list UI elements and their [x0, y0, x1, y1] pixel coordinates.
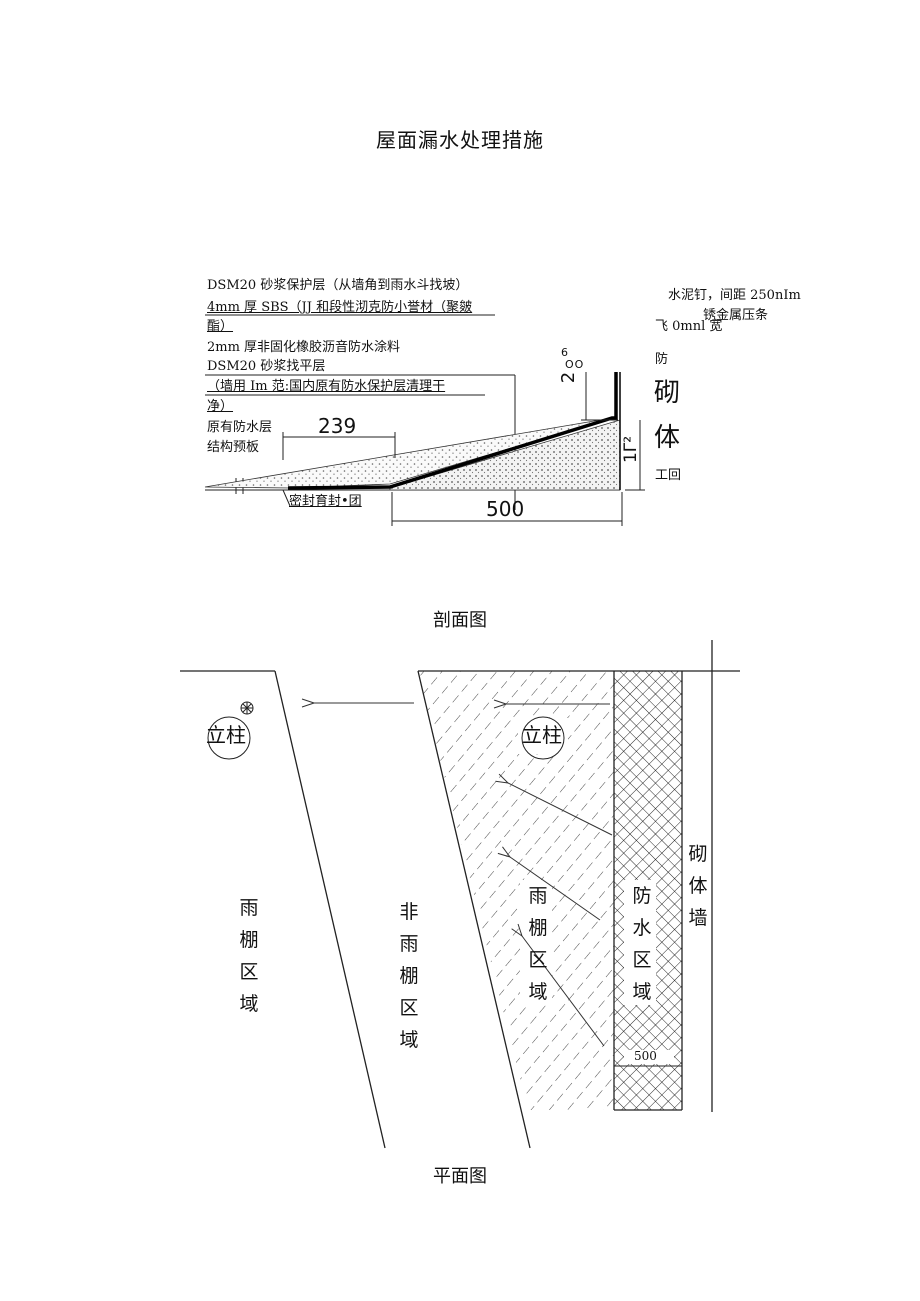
prevent-note: 防 — [655, 352, 669, 367]
layer-note-4: 2mm 厚非固化橡胶沥音防水涂料 — [207, 340, 401, 355]
layer-note-7: 净） — [207, 399, 234, 414]
layer-note-8: 原有防水层 — [207, 420, 273, 435]
zone-non-canopy-label: 非雨棚区域 — [399, 901, 419, 1051]
column-label-1: 立柱 — [206, 723, 246, 747]
wall-char-1: 砌 — [654, 378, 681, 408]
wall-char-2: 体 — [654, 423, 681, 453]
dim-200-mid: OO — [565, 358, 585, 371]
canopy-label-bg — [520, 880, 552, 1005]
waterproof-membrane — [287, 372, 618, 490]
work-note: 工回 — [655, 468, 682, 483]
zone-canopy-label-2: 雨棚区域 — [528, 885, 548, 1003]
drainage-arrows — [314, 703, 613, 1047]
layer-note-6: （墙用 Im 范:国内原有防水保护层清理干 — [207, 379, 446, 394]
dim-200-top: 6 — [561, 346, 568, 359]
column-label-bg — [518, 718, 568, 754]
layer-note-9: 结构预板 — [207, 440, 260, 455]
dim-200-num: 2 — [558, 371, 580, 384]
plan-caption: 平面图 — [433, 1166, 487, 1187]
hatched-zone-edge — [417, 670, 531, 1149]
layer-note-3: 酯） — [207, 319, 234, 334]
canopy-boundary-line — [274, 670, 386, 1149]
section-caption: 剖面图 — [433, 610, 487, 631]
dim-500-label: 500 — [486, 497, 525, 521]
hatched-zone — [418, 671, 614, 1110]
layer-note-2: 4mm 厚 SBS（JJ 和段性沏克防小誉材（聚皴 — [207, 300, 473, 315]
column-label-2: 立柱 — [522, 723, 562, 747]
dimension-200 — [581, 372, 618, 421]
plan-dimension-500 — [613, 1060, 683, 1072]
layer-note-1: DSM20 砂浆保护层（从墙角到雨水斗找坡） — [207, 278, 469, 293]
drain-symbol-icon — [240, 701, 254, 715]
zone-waterproof-label: 防水区域 — [632, 885, 652, 1003]
page-title: 屋面漏水处理措施 — [376, 128, 544, 152]
dim-239-label: 239 — [318, 414, 357, 438]
column-circle-2 — [521, 716, 565, 760]
zone-canopy-label: 雨棚区域 — [239, 897, 259, 1015]
strip-note: 锈金属压条 — [703, 308, 769, 323]
dimension-150 — [625, 420, 645, 491]
plan-dim-500-label: 500 — [634, 1049, 657, 1063]
dimension-500 — [391, 492, 623, 526]
column-circle-1 — [207, 716, 251, 760]
waterproof-label-bg — [624, 880, 656, 1005]
seal-leader-line — [282, 489, 291, 507]
dim-150-num: 1Γ² — [621, 435, 642, 464]
layer-note-5: DSM20 砂浆找平层 — [207, 359, 326, 374]
zone-wall-label: 砌体墙 — [688, 843, 708, 929]
width-note: 飞 0mnl 宽 — [655, 319, 723, 334]
dimension-239 — [282, 432, 396, 460]
plan-dim-label-bg — [624, 1050, 674, 1064]
nail-note: 水泥钉，间距 250nIm — [668, 288, 801, 303]
seal-label: 密封育封•团 — [289, 494, 362, 509]
